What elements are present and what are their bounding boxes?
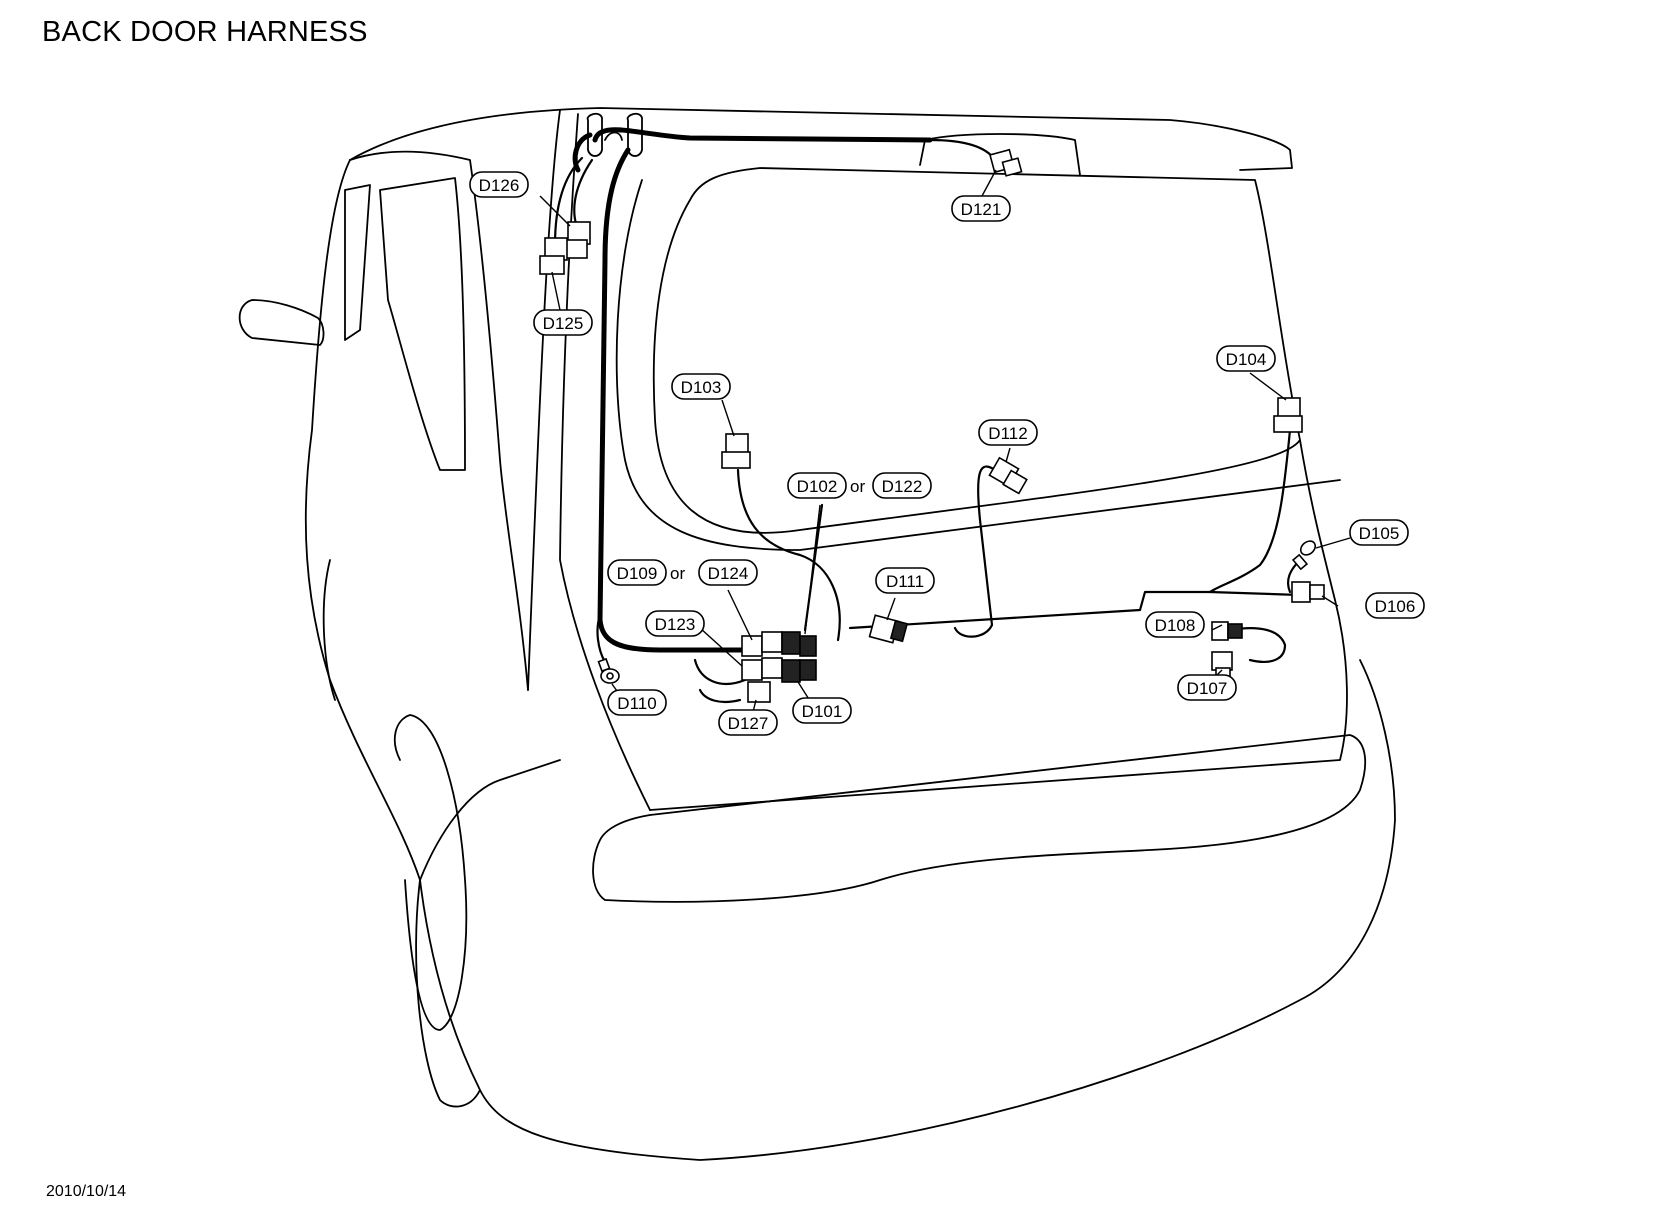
label-d103-text: D103 [681,378,722,397]
d121-connector-shape [989,148,1023,177]
connector-block-shape [741,631,817,703]
d125-connector-shape [539,237,568,275]
label-d107: D107 [1177,674,1237,701]
label-d112: D112 [978,419,1038,446]
or-text-d109-d124: or [670,564,685,583]
d112-connector-shape [988,456,1028,495]
label-d123: D123 [645,610,705,637]
label-d107-text: D107 [1187,679,1228,698]
label-d104-text: D104 [1226,350,1267,369]
label-d122: D122 [872,472,932,499]
harness-clip [586,112,643,157]
label-d111-text: D111 [886,572,924,591]
label-d109: D109 [607,559,667,586]
label-d106-text: D106 [1375,597,1416,616]
d107-connector-shape [1211,651,1233,679]
diagram-date: 2010/10/14 [46,1183,127,1200]
connector-labels: D126 D125 D121 D103 D104 D112 D102 or [469,171,1425,736]
label-d103: D103 [671,373,731,400]
label-d108-text: D108 [1155,616,1196,635]
label-d121: D121 [951,195,1011,222]
label-d110: D110 [607,689,667,716]
d108-connector-shape [1211,621,1243,641]
label-d124: D124 [698,559,758,586]
d106-connector-shape [1291,581,1325,603]
label-d110-text: D110 [617,694,656,713]
label-d105: D105 [1349,519,1409,546]
label-d109-text: D109 [617,564,658,583]
label-d102-text: D102 [797,477,838,496]
d103-connector-shape [721,433,751,469]
connector-shapes [539,148,1325,703]
label-d105-text: D105 [1359,524,1400,543]
label-d125-text: D125 [543,314,584,333]
label-d108: D108 [1145,611,1205,638]
label-d101: D101 [792,697,852,724]
label-d112-text: D112 [988,424,1027,443]
d110-terminal-shape [597,657,620,684]
label-d121-text: D121 [961,200,1002,219]
d111-connector-shape [868,614,909,644]
diagram-title: BACK DOOR HARNESS [42,16,368,48]
label-d101-text: D101 [802,702,843,721]
label-d124-text: D124 [708,564,749,583]
label-d122-text: D122 [882,477,923,496]
label-d127-text: D127 [728,714,769,733]
label-d123-text: D123 [655,615,696,634]
label-d111: D111 [875,567,935,594]
label-d106: D106 [1365,592,1425,619]
label-d102: D102 [787,472,847,499]
or-text-d102-d122: or [850,477,865,496]
label-d104: D104 [1216,345,1276,372]
d104-connector-shape [1273,397,1303,433]
leader-lines [539,169,1351,717]
label-d126: D126 [469,171,529,198]
label-d126-text: D126 [479,176,520,195]
d105-terminal-shape [1291,540,1317,571]
label-d127: D127 [718,709,778,736]
main-harness [572,127,933,653]
label-d125: D125 [533,309,593,336]
